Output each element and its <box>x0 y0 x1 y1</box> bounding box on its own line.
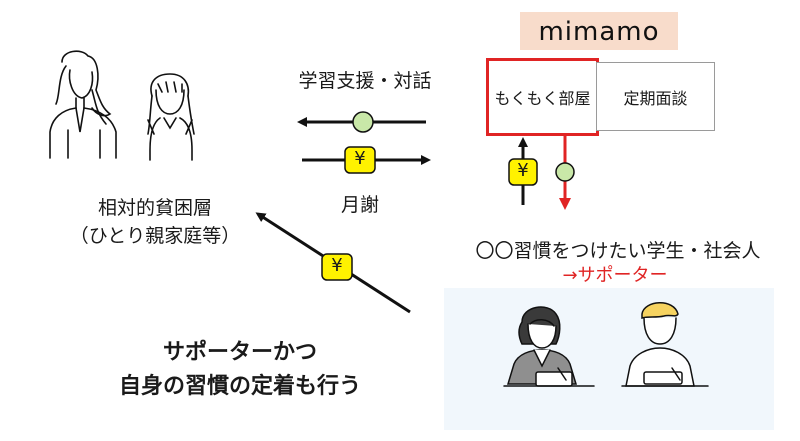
students-panel <box>444 288 774 430</box>
family-label-line1: 相対的貧困層 <box>97 197 212 219</box>
green-coin-icon <box>555 162 575 182</box>
parent-illustration <box>49 50 117 159</box>
studying-woman-illustration <box>503 306 595 387</box>
yen-symbol: ¥ <box>331 255 343 276</box>
supporter-role-label: →サポーター <box>562 265 668 286</box>
green-coin-icon <box>352 111 374 133</box>
fee-flow-label: 月謝 <box>340 194 379 216</box>
students-illustration <box>503 302 709 387</box>
slogan: サポーターかつ 自身の習慣の定着も行う <box>80 336 400 404</box>
yen-coin-icon <box>321 253 353 281</box>
family-label: 相対的貧困層 （ひとり親家庭等） <box>55 194 255 250</box>
studying-boy-illustration <box>621 302 709 387</box>
family-label-line2: （ひとり親家庭等） <box>69 225 241 247</box>
yen-coin-icon <box>344 146 376 174</box>
yen-coin-icon <box>508 158 538 186</box>
support-flow-label: 学習支援・対話 <box>298 70 432 92</box>
brand-label: mimamo <box>520 12 678 50</box>
slogan-line1: サポーターかつ <box>162 340 317 365</box>
slogan-line2: 自身の習慣の定着も行う <box>118 374 361 399</box>
target-users-label: 〇〇習慣をつけたい学生・社会人 <box>475 240 761 262</box>
yen-symbol: ¥ <box>517 160 529 181</box>
child-illustration <box>147 73 195 161</box>
room-service-box: もくもく部屋 <box>486 58 599 136</box>
yen-symbol: ¥ <box>354 148 366 169</box>
interview-service-box: 定期面談 <box>596 62 715 131</box>
